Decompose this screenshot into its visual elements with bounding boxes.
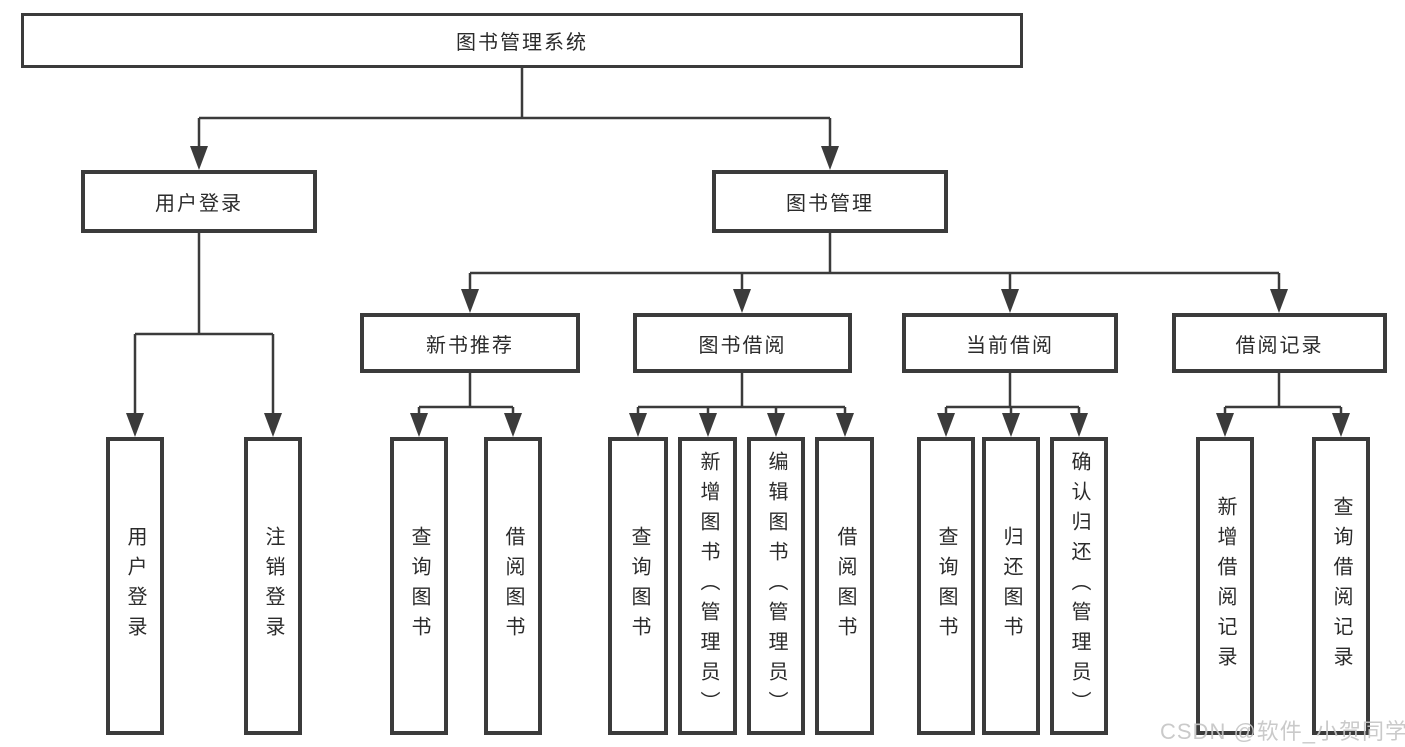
leaf-return-book: 归还图书 bbox=[982, 437, 1040, 735]
leaf-user-login: 用户登录 bbox=[106, 437, 164, 735]
leaf-confirm-return-admin: 确认归还（管理员） bbox=[1050, 437, 1108, 735]
leaf-query-borrow-record: 查询借阅记录 bbox=[1312, 437, 1370, 735]
leaf-edit-book-admin: 编辑图书（管理员） bbox=[747, 437, 805, 735]
node-library-system: 图书管理系统 bbox=[21, 13, 1023, 68]
node-current-borrow: 当前借阅 bbox=[902, 313, 1118, 373]
leaf-logout: 注销登录 bbox=[244, 437, 302, 735]
node-book-management: 图书管理 bbox=[712, 170, 948, 233]
node-borrow-records: 借阅记录 bbox=[1172, 313, 1387, 373]
leaf-query-book-recommend: 查询图书 bbox=[390, 437, 448, 735]
leaf-query-book-borrow: 查询图书 bbox=[608, 437, 668, 735]
leaf-query-book-current: 查询图书 bbox=[917, 437, 975, 735]
node-book-borrow: 图书借阅 bbox=[633, 313, 852, 373]
leaf-add-book-admin: 新增图书（管理员） bbox=[678, 437, 737, 735]
leaf-add-borrow-record: 新增借阅记录 bbox=[1196, 437, 1254, 735]
csdn-watermark: CSDN @软件_小贺同学 bbox=[1160, 719, 1405, 744]
leaf-borrow-book: 借阅图书 bbox=[815, 437, 874, 735]
leaf-borrow-book-recommend: 借阅图书 bbox=[484, 437, 542, 735]
node-user-login: 用户登录 bbox=[81, 170, 317, 233]
node-new-book-recommend: 新书推荐 bbox=[360, 313, 580, 373]
